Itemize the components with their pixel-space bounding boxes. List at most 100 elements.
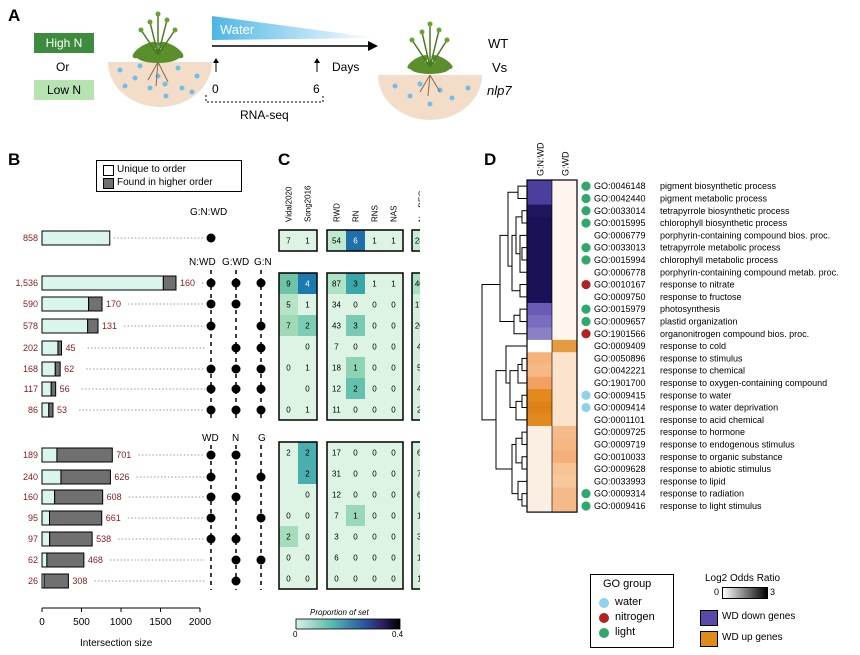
heatmap-cell-value: 0 xyxy=(391,385,396,394)
row-higher-label: 308 xyxy=(72,576,87,586)
go-cell-gnwd xyxy=(527,278,552,292)
go-term-name: photosynthesis xyxy=(660,304,721,314)
go-term-name: organonitrogen compound bios. proc. xyxy=(660,329,809,339)
heatmap-cell xyxy=(365,230,384,251)
group-header-gnwd: G:N:WD xyxy=(190,207,228,218)
heatmap-cell xyxy=(279,294,298,315)
go-cell-gwd xyxy=(552,401,577,415)
heatmap-cell-value: 1 xyxy=(372,280,377,289)
go-cell-gnwd xyxy=(527,352,552,365)
heatmap-cell-value: 0 xyxy=(305,533,310,542)
heatmap-cell-value: 0 xyxy=(353,449,358,458)
heatmap-cell-value: 0 xyxy=(391,406,396,415)
heatmap-block-border xyxy=(326,441,404,590)
go-group-dot xyxy=(581,329,591,339)
heatmap-cell-value: 1 xyxy=(391,237,396,246)
membership-dot xyxy=(231,278,241,288)
row-total-label: 95 xyxy=(28,513,38,523)
heatmap-cell xyxy=(327,463,346,484)
right-pot-icon xyxy=(378,21,482,120)
go-cell-gnwd xyxy=(527,487,552,501)
go-term-name: response to hormone xyxy=(660,427,745,437)
higher-order-bar xyxy=(49,531,93,547)
row-total-label: 858 xyxy=(23,233,38,243)
low-n-label: Low N xyxy=(46,83,81,97)
go-cell-gwd xyxy=(552,462,577,476)
heatmap-cell xyxy=(365,294,384,315)
go-group-dot xyxy=(581,181,591,191)
higher-order-bar xyxy=(54,361,61,377)
heatmap-cell xyxy=(279,399,298,420)
row-higher-label: 45 xyxy=(66,343,76,353)
heatmap-cell-value: 12 xyxy=(332,385,341,394)
wd-down-label: WD down genes xyxy=(722,611,796,622)
membership-dot xyxy=(231,384,241,394)
heatmap-cell xyxy=(327,294,346,315)
go-term-id: GO:1901700 xyxy=(594,378,646,388)
heatmap-cell-value: 25 xyxy=(417,406,420,415)
heatmap-cell-value: 0 xyxy=(391,470,396,479)
go-term-id: GO:0009628 xyxy=(594,464,646,474)
heatmap-cell xyxy=(412,273,420,294)
heatmap-cell xyxy=(298,505,317,526)
go-cell-gnwd xyxy=(527,339,552,353)
membership-dot xyxy=(256,321,266,331)
heatmap-cell-value: 0 xyxy=(353,301,358,310)
panel-b-letter: B xyxy=(8,150,21,169)
water-label: Water xyxy=(220,22,255,37)
odds-legend-min: 0 xyxy=(714,587,720,597)
heatmap-cell xyxy=(384,568,403,589)
heatmap-cell xyxy=(298,399,317,420)
go-term-id: GO:0042221 xyxy=(594,366,646,376)
heatmap-cell-value: 74 xyxy=(417,470,420,479)
heatmap-cell-value: 0 xyxy=(305,575,310,584)
go-cell-gnwd xyxy=(527,450,552,464)
go-cell-gwd xyxy=(552,180,577,193)
heatmap-cell xyxy=(365,505,384,526)
heatmap-cell-value: 282 xyxy=(415,237,420,246)
go-term-name: response to cold xyxy=(660,341,726,351)
go-cell-gwd xyxy=(552,499,577,513)
heatmap-cell-value: 204 xyxy=(415,322,420,331)
go-term-name: response to acid chemical xyxy=(660,415,764,425)
x-tick-label: 2000 xyxy=(189,617,212,628)
row-total-label: 160 xyxy=(23,492,38,502)
heatmap-cell-value: 1 xyxy=(305,406,310,415)
go-term-name: pigment biosynthetic process xyxy=(660,181,777,191)
membership-dot xyxy=(256,343,266,353)
heatmap-cell-value: 1 xyxy=(305,237,310,246)
higher-order-bar xyxy=(46,552,85,568)
heatmap-cell-value: 0 xyxy=(391,512,396,521)
higher-order-bar xyxy=(43,573,69,589)
dendrogram-branch xyxy=(481,284,500,421)
heatmap-cell-value: 0 xyxy=(391,449,396,458)
heatmap-cell-value: 66 xyxy=(417,491,420,500)
go-cell-gnwd xyxy=(527,413,552,427)
membership-dot xyxy=(206,299,216,309)
dendrogram-branch xyxy=(517,480,527,501)
go-cell-gnwd xyxy=(527,204,552,218)
go-term-name: chlorophyll biosynthetic process xyxy=(660,218,788,228)
heatmap-cell-value: 54 xyxy=(332,237,341,246)
heatmap-cell-value: 0 xyxy=(372,301,377,310)
heatmap-cell xyxy=(365,547,384,568)
heatmap-cell xyxy=(327,505,346,526)
proportion-legend-title: Proportion of set xyxy=(310,608,369,617)
higher-order-bar xyxy=(48,402,54,418)
dendrogram-branch xyxy=(519,308,527,322)
row-total-label: 1,536 xyxy=(15,278,38,288)
heatmap-cell-value: 2 xyxy=(305,449,310,458)
row-higher-label: 170 xyxy=(106,299,121,309)
high-n-box: High N xyxy=(34,33,94,53)
go-term-name: response to fructose xyxy=(660,292,742,302)
go-cell-gnwd xyxy=(527,389,552,402)
membership-dot xyxy=(256,405,266,415)
unique-bar xyxy=(41,552,48,568)
higher-order-bar xyxy=(50,381,57,397)
heatmap-cell xyxy=(346,568,365,589)
go-cell-gwd xyxy=(552,229,577,242)
go-cell-gnwd xyxy=(527,499,552,513)
heatmap-cell-value: 6 xyxy=(353,237,358,246)
wd-up-label: WD up genes xyxy=(722,632,783,643)
heatmap-cell-value: 0 xyxy=(305,491,310,500)
